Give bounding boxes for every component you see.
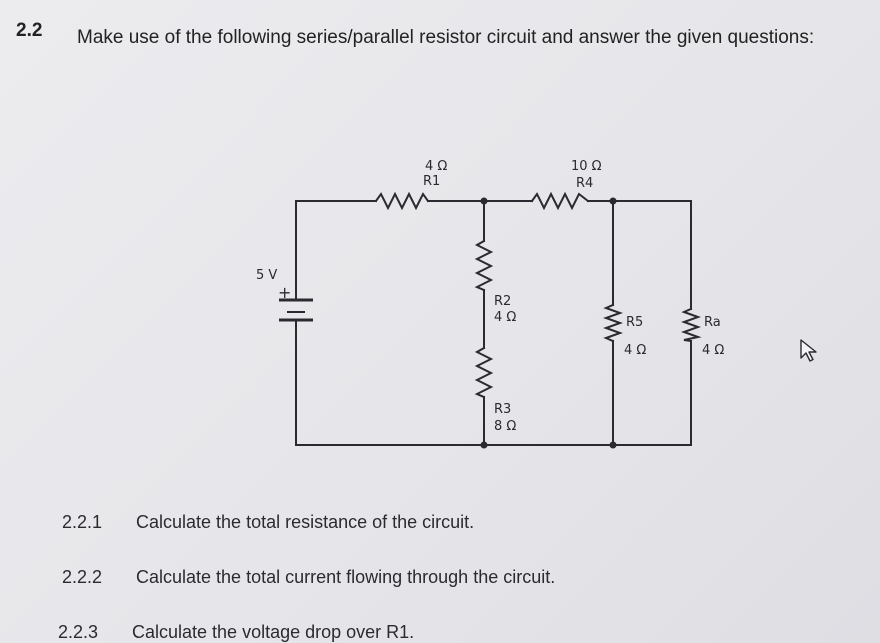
battery-symbol [279,298,313,326]
subquestion-2-2-1: 2.2.1 Calculate the total resistance of t… [62,512,474,533]
subquestion-number: 2.2.1 [62,512,103,532]
wire-top-left [295,200,377,301]
ra-name: Ra [704,315,721,330]
junction-node [480,197,488,205]
resistor-r3 [474,346,494,399]
subquestion-2-2-3: 2.2.3 Calculate the voltage drop over R1. [58,622,414,643]
r2-name: R2 [494,294,511,309]
r1-name: R1 [423,174,440,189]
wire-r4-to-right [587,200,692,310]
source-voltage-label: 5 V [256,268,277,283]
r5-name: R5 [626,315,643,330]
r4-name: R4 [576,176,593,191]
question-number: 2.2 [16,20,43,41]
subquestion-text: Calculate the total current flowing thro… [136,567,556,587]
source-polarity-label: + [278,283,291,302]
r4-value: 10 Ω [571,159,602,174]
resistor-r1 [374,191,430,211]
junction-node [480,441,488,449]
resistor-r2 [474,239,494,292]
resistor-ra [681,307,702,343]
r2-value: 4 Ω [494,310,516,325]
junction-node [609,197,617,205]
subquestion-text: Calculate the voltage drop over R1. [132,622,415,642]
mouse-pointer-icon [800,339,817,362]
r1-value: 4 Ω [425,159,447,174]
r3-value: 8 Ω [494,419,516,434]
resistor-r5 [603,303,623,343]
ra-value: 4 Ω [702,343,724,358]
question-text: Make use of the following series/paralle… [77,27,815,48]
subquestion-text: Calculate the total resistance of the ci… [136,512,475,532]
subquestion-number: 2.2.3 [58,622,99,642]
subquestion-2-2-2: 2.2.2 Calculate the total current flowing… [62,567,555,588]
r5-value: 4 Ω [624,343,646,358]
r3-name: R3 [494,402,511,417]
wire-left-bottom [295,325,692,446]
subquestion-number: 2.2.2 [62,567,103,587]
junction-node [609,441,617,449]
resistor-r4 [530,191,590,211]
